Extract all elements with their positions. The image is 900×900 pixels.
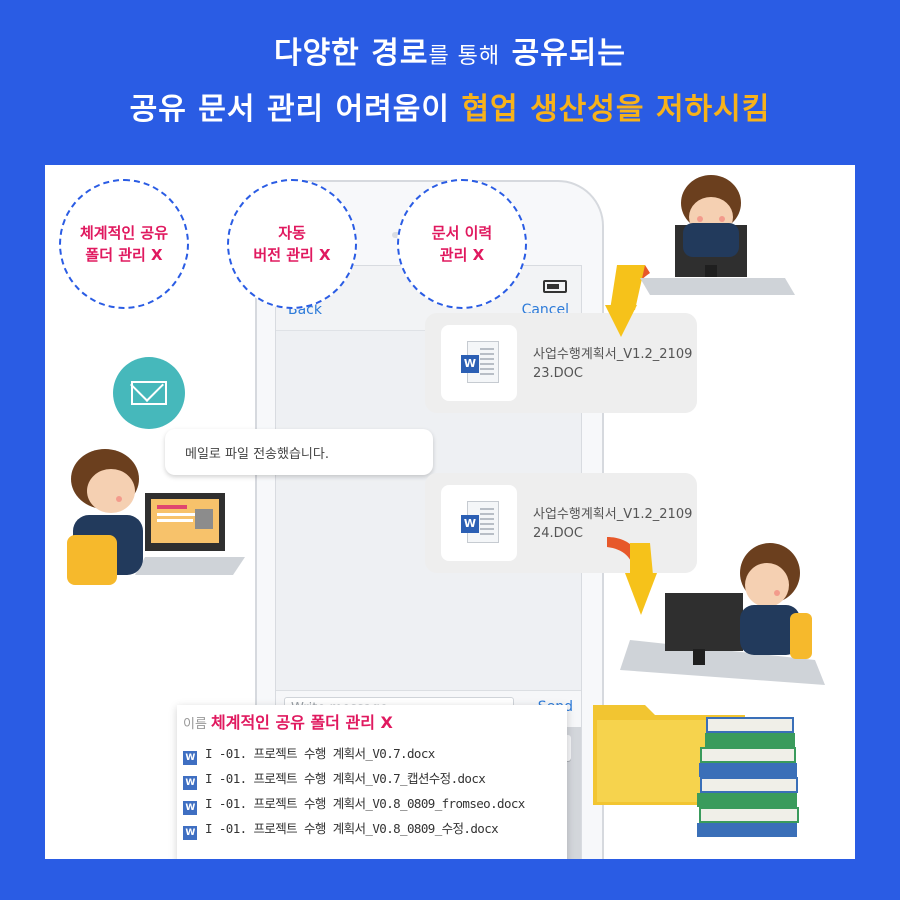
- word-file-icon: W: [183, 776, 197, 790]
- mail-icon: [113, 357, 185, 429]
- word-icon: W: [461, 515, 479, 533]
- file-card: W: [441, 325, 517, 401]
- headline-text: 공유 문서 관리 어려움이: [129, 92, 450, 127]
- circle-version-control: 자동 버전 관리 X: [227, 179, 357, 309]
- file-row-name: I -01. 프로젝트 수행 계획서_V0.8_0809_fromseo.doc…: [205, 796, 525, 811]
- file-card: W: [441, 485, 517, 561]
- file-name: 사업수행계획서_V1.2_210923.DOC: [533, 347, 693, 381]
- file-list: 이름 체계적인 공유 폴더 관리 X W I -01. 프로젝트 수행 계획서_V…: [177, 705, 567, 859]
- file-row-name: I -01. 프로젝트 수행 계획서_V0.7_캡션수정.docx: [205, 771, 486, 786]
- list-item[interactable]: W I -01. 프로젝트 수행 계획서_V0.7.docx: [183, 743, 435, 765]
- headline-text: 다양한 경로: [273, 36, 429, 71]
- list-item[interactable]: W I -01. 프로젝트 수행 계획서_V0.8_0809_수정.docx: [183, 818, 499, 840]
- word-file-icon: W: [183, 801, 197, 815]
- file-row-name: I -01. 프로젝트 수행 계획서_V0.8_0809_수정.docx: [205, 821, 499, 836]
- headline-small-text: 를 통해: [428, 44, 501, 69]
- book-stack-icon: [697, 717, 799, 837]
- file-bubble[interactable]: W 사업수행계획서_V1.2_210923.DOC: [425, 313, 697, 413]
- word-file-icon: W: [183, 751, 197, 765]
- column-header: 이름: [183, 717, 207, 732]
- word-file-icon: W: [183, 826, 197, 840]
- battery-icon: [543, 280, 567, 293]
- word-icon: W: [461, 355, 479, 373]
- circle-document-history: 문서 이력 관리 X: [397, 179, 527, 309]
- file-list-title: 체계적인 공유 폴더 관리 X: [211, 713, 393, 732]
- headline-accent-text: 협업 생산성을 저하시킴: [461, 92, 771, 127]
- illustration-panel: Back Cancel Write message ... Send 체계적인 …: [45, 165, 855, 859]
- file-bubble[interactable]: W 사업수행계획서_V1.2_210924.DOC: [425, 473, 697, 573]
- chat-bubble: 메일로 파일 전송했습니다.: [165, 429, 433, 475]
- circle-shared-folder: 체계적인 공유 폴더 관리 X: [59, 179, 189, 309]
- headline-line-1: 다양한 경로를 통해 공유되는: [0, 28, 900, 72]
- list-item[interactable]: W I -01. 프로젝트 수행 계획서_V0.8_0809_fromseo.do…: [183, 793, 525, 815]
- folder-icon: [593, 705, 745, 805]
- headline-line-2: 공유 문서 관리 어려움이 협업 생산성을 저하시킴: [0, 84, 900, 128]
- headline-text: 공유되는: [511, 36, 627, 71]
- list-item[interactable]: W I -01. 프로젝트 수행 계획서_V0.7_캡션수정.docx: [183, 768, 486, 790]
- file-row-name: I -01. 프로젝트 수행 계획서_V0.7.docx: [205, 746, 435, 761]
- person-illustration: [640, 175, 795, 295]
- file-name: 사업수행계획서_V1.2_210924.DOC: [533, 507, 693, 541]
- envelope-icon: [131, 381, 167, 405]
- chat-message: 메일로 파일 전송했습니다.: [185, 447, 329, 462]
